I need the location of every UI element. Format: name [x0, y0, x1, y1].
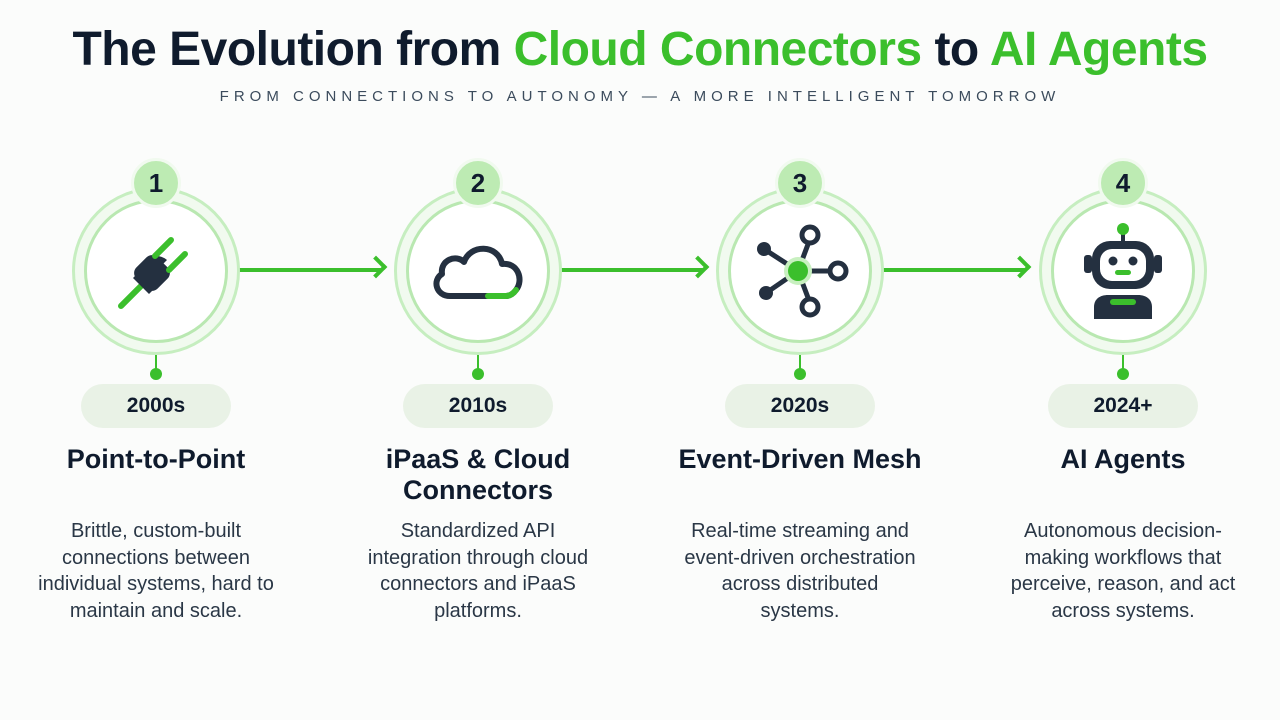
stage-1: 1 2000s Point-to-Point Brittle, custom-b… [6, 0, 306, 720]
era-pill: 2024+ [1048, 384, 1198, 428]
era-pill: 2000s [81, 384, 231, 428]
robot-icon [1073, 221, 1173, 321]
timeline-stem [799, 355, 801, 373]
timeline-stem [477, 355, 479, 373]
stage-title: AI Agents [1060, 444, 1186, 474]
stage-description: Brittle, custom-built connections betwee… [38, 520, 274, 622]
timeline-stem [1122, 355, 1124, 373]
step-number-badge: 2 [453, 158, 503, 208]
stage-2: 2 2010s iPaaS & Cloud Connectors Standar… [328, 0, 628, 720]
network-mesh-icon [750, 221, 850, 321]
stage-ring-inner [406, 199, 550, 343]
era-pill: 2020s [725, 384, 875, 428]
stage-4: 4 2024+ AI Agents Autonomous decision-ma… [973, 0, 1273, 720]
title-part-1: The Evolution from [72, 23, 514, 76]
timeline-stem [155, 355, 157, 373]
timeline-dot [794, 368, 806, 380]
step-number-badge: 4 [1098, 158, 1148, 208]
stage-title: Event-Driven Mesh [678, 444, 922, 474]
connector-1-2 [236, 268, 382, 272]
step-number-badge: 1 [131, 158, 181, 208]
stage-title: Point-to-Point [66, 444, 246, 474]
timeline-dot [150, 368, 162, 380]
step-number-badge: 3 [775, 158, 825, 208]
title-highlight-ai-agents: AI Agents [989, 23, 1208, 76]
timeline-dot [1117, 368, 1129, 380]
plug-icon [106, 221, 206, 321]
page-title: The Evolution from Cloud Connectors to A… [0, 22, 1280, 77]
stage-title: iPaaS & Cloud Connectors [385, 444, 571, 505]
stage-description: Standardized API integration through clo… [367, 520, 589, 622]
stage-description: Autonomous decision-making workflows tha… [1010, 520, 1236, 622]
stage-3: 3 2020s Event-Driven Mesh Real-time stre… [650, 0, 950, 720]
title-part-2: to [921, 23, 990, 76]
connector-2-3 [558, 268, 704, 272]
title-highlight-cloud-connectors: Cloud Connectors [513, 23, 923, 76]
cloud-icon [428, 221, 528, 321]
era-pill: 2010s [403, 384, 553, 428]
connector-3-4 [880, 268, 1026, 272]
page-subtitle: FROM CONNECTIONS TO AUTONOMY — A MORE IN… [219, 88, 1061, 105]
timeline-dot [472, 368, 484, 380]
stage-description: Real-time streaming and event-driven orc… [684, 520, 916, 622]
